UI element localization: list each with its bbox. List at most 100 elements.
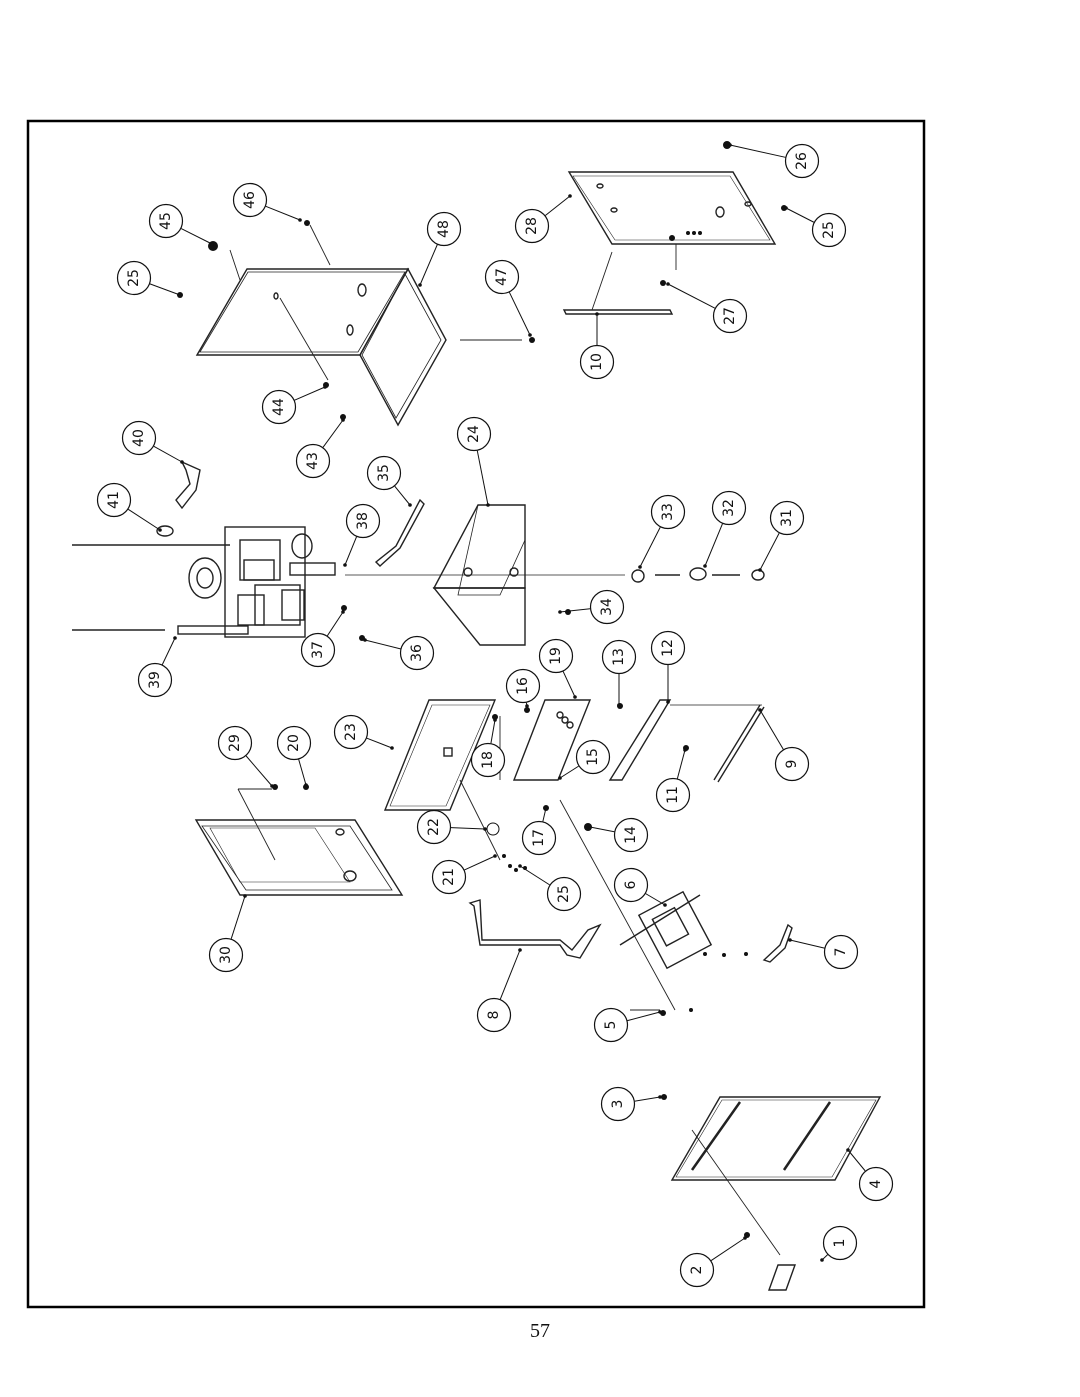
callout-number: 15	[585, 748, 601, 766]
callout-circle	[589, 589, 625, 625]
callout-circle	[823, 934, 859, 970]
door-panel-part	[670, 1096, 882, 1181]
callout-25c: 25	[784, 206, 847, 248]
callout-number: 32	[721, 499, 737, 517]
callout-5: 5	[593, 1007, 662, 1043]
callout-circle	[232, 182, 268, 218]
callout-number: 13	[611, 648, 627, 666]
callout-number: 25	[126, 269, 142, 287]
callout-number: 14	[623, 826, 639, 844]
callout-number: 28	[524, 217, 540, 235]
callout-circle	[208, 937, 244, 973]
callout-29: 29	[217, 725, 274, 788]
callout-number: 18	[480, 751, 496, 769]
base-pan-part	[345, 504, 625, 646]
callout-circle	[575, 739, 611, 775]
callout-number: 25	[556, 885, 572, 903]
callout-number: 21	[441, 868, 457, 886]
callout-number: 46	[242, 191, 258, 209]
callout-44: 44	[261, 385, 327, 425]
callout-20: 20	[276, 725, 312, 787]
callout-47: 47	[484, 259, 532, 337]
callout-circle	[505, 668, 541, 704]
callout-number: 8	[486, 1011, 502, 1020]
callout-number: 37	[310, 641, 326, 659]
callout-number: 7	[833, 948, 849, 957]
top-cabinet-part	[195, 267, 447, 427]
callout-number: 11	[665, 786, 681, 804]
callout-circle	[137, 662, 173, 698]
label-plate-part	[768, 1264, 796, 1291]
callout-circle	[579, 344, 615, 380]
callout-26: 26	[728, 143, 820, 179]
top-panel-part	[562, 171, 777, 315]
callout-18: 18	[470, 718, 506, 778]
callout-number: 45	[158, 212, 174, 230]
callout-15: 15	[558, 739, 611, 780]
callout-27: 27	[666, 282, 748, 334]
callout-number: 12	[660, 639, 676, 657]
callout-33: 33	[638, 494, 686, 569]
callout-number: 38	[355, 512, 371, 530]
callout-number: 23	[343, 723, 359, 741]
callout-circle	[711, 490, 747, 526]
callout-32: 32	[703, 490, 747, 568]
callout-circle	[769, 500, 805, 536]
callout-46: 46	[232, 182, 302, 222]
callout-3: 3	[600, 1086, 662, 1122]
callout-10: 10	[579, 312, 615, 380]
callout-number: 48	[436, 220, 452, 238]
callout-circle	[679, 1252, 715, 1288]
callout-17: 17	[521, 806, 557, 856]
fasteners	[177, 141, 787, 1238]
callout-circle	[521, 820, 557, 856]
callout-number: 34	[599, 598, 615, 616]
callout-16: 16	[505, 668, 541, 708]
callout-bubbles: 1234567891011121314151617181920212223242…	[96, 143, 894, 1288]
callout-number: 6	[623, 880, 639, 889]
hook-part	[762, 923, 793, 963]
callout-circle	[546, 876, 582, 912]
callout-41: 41	[96, 482, 162, 532]
callout-circle	[426, 211, 462, 247]
callout-number: 44	[271, 398, 287, 416]
callout-circle	[650, 630, 686, 666]
leader-lines	[229, 224, 781, 1256]
callout-22: 22	[416, 809, 487, 845]
callout-number: 29	[227, 734, 243, 752]
callout-circle	[300, 632, 336, 668]
callout-1: 1	[820, 1225, 858, 1262]
callout-36: 36	[363, 635, 435, 671]
callout-23: 23	[333, 714, 394, 750]
callout-circle	[261, 389, 297, 425]
callout-circle	[613, 817, 649, 853]
callout-35: 35	[366, 455, 412, 507]
callout-number: 40	[131, 429, 147, 447]
callout-number: 22	[426, 818, 442, 836]
callout-4: 4	[846, 1148, 894, 1202]
callout-number: 27	[722, 307, 738, 325]
flue-pipe-part	[156, 460, 425, 567]
callout-24: 24	[456, 416, 492, 507]
callout-number: 9	[784, 760, 800, 769]
callout-circle	[655, 777, 691, 813]
callout-number: 24	[466, 425, 482, 443]
callout-number: 43	[305, 452, 321, 470]
callout-number: 35	[376, 464, 392, 482]
manifold-part	[468, 899, 602, 959]
access-panel-part	[383, 699, 497, 811]
callout-13: 13	[601, 639, 637, 707]
callout-19: 19	[538, 638, 577, 699]
callout-12: 12	[650, 630, 686, 704]
callout-circle	[650, 494, 686, 530]
bracket-part	[512, 699, 592, 781]
callout-11: 11	[655, 748, 691, 813]
callout-number: 26	[794, 152, 810, 170]
callout-circle	[148, 203, 184, 239]
callout-6: 6	[613, 867, 667, 907]
callout-43: 43	[295, 418, 345, 479]
callout-2: 2	[679, 1236, 747, 1288]
callout-48: 48	[418, 211, 462, 287]
callout-circle	[345, 503, 381, 539]
